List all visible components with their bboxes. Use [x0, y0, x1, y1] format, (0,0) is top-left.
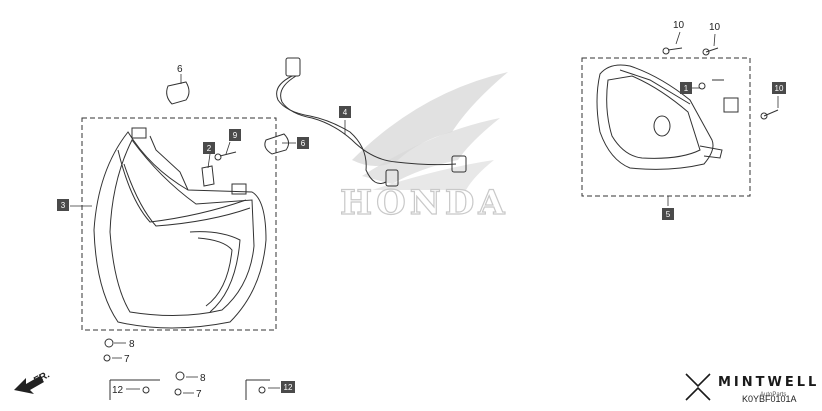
position-light-assembly [581, 57, 751, 197]
position-light-bulb [653, 115, 671, 137]
callout-12b: 12 [284, 383, 293, 392]
headlight-mount-top [131, 127, 147, 139]
callout-10c: 10 [775, 84, 784, 93]
harness-connector-right [451, 155, 467, 173]
callout-10c-box [772, 82, 786, 94]
callout-7a: 7 [124, 354, 130, 365]
callout-4-box [339, 106, 351, 118]
callout-10a: 10 [673, 20, 685, 31]
headlight-line-1 [117, 149, 247, 223]
callout-8a: 8 [129, 339, 135, 350]
watermark-text: AutoParts [760, 392, 786, 398]
callout-2-box [203, 142, 215, 154]
headlight-assembly [81, 117, 277, 331]
callout-7b: 7 [196, 389, 202, 400]
bolt-10b [705, 47, 719, 53]
headlight-housing [93, 131, 267, 329]
bolt-10b-head [702, 48, 710, 56]
harness-cable-2 [280, 75, 457, 166]
rubber-cap-6a [166, 81, 190, 105]
arrow-icon [14, 376, 44, 394]
brand-name: MINTWELL [718, 375, 819, 390]
callout-5-box [662, 208, 674, 220]
bolt-10a-head [662, 47, 670, 55]
honda-watermark: HONDA [339, 72, 509, 224]
callout-6a: 6 [177, 64, 183, 75]
callout-6b: 6 [301, 139, 306, 148]
nut-8a [104, 338, 114, 348]
callout-9-box [229, 129, 241, 141]
callout-3: 3 [61, 201, 66, 210]
callout-8b: 8 [200, 373, 206, 384]
position-light-housing [596, 64, 714, 170]
bolt-12a [142, 386, 150, 394]
mintwell-logo-icon [685, 373, 711, 401]
callout-3-box [57, 199, 69, 211]
leader-lines [70, 31, 779, 394]
callout-9: 9 [233, 131, 238, 140]
bolt-10c [763, 109, 779, 117]
screw-9 [219, 151, 237, 157]
screw-7a [103, 354, 111, 362]
bracket-12a [109, 379, 160, 400]
headlight-mount-right [231, 183, 247, 195]
position-light-edge [619, 69, 691, 105]
bolt-10c-head [760, 112, 768, 120]
grommet-1 [698, 82, 706, 90]
callout-6b-box [297, 137, 309, 149]
bracket-12b [245, 379, 270, 400]
screw-7b [174, 388, 182, 396]
headlight-lens [109, 139, 255, 317]
headlight-line-3 [189, 231, 241, 313]
callout-12b-box [281, 381, 295, 393]
harness-connector-top [285, 57, 301, 77]
clip-2 [201, 165, 215, 187]
headlight-line-2 [123, 163, 251, 227]
screw-9-head [214, 153, 222, 161]
callout-4: 4 [343, 108, 348, 117]
small-parts [103, 47, 779, 400]
position-light-bracket [723, 97, 739, 113]
callout-2: 2 [207, 144, 212, 153]
position-light-lens [606, 75, 701, 159]
front-direction-arrow: FR. [14, 369, 52, 394]
nut-8b [175, 371, 185, 381]
callout-1-box [680, 82, 692, 94]
direction-label: FR. [32, 369, 52, 386]
callout-10b: 10 [709, 22, 721, 33]
honda-wing-logo [352, 72, 508, 190]
headlight-edge [149, 135, 189, 191]
wire-harness [276, 57, 467, 187]
bolt-10a [667, 47, 683, 51]
callout-1: 1 [684, 84, 689, 93]
position-light-group-frame [581, 57, 751, 197]
harness-connector-lower [385, 169, 399, 187]
bolt-12b [258, 386, 266, 394]
headlight-group-frame [81, 117, 277, 331]
callouts: 6 9 2 3 4 6 5 10 10 10 1 8 7 8 7 12 12 [57, 20, 786, 400]
diagram-code: K0YBF0101A [742, 394, 797, 404]
harness-cable-1 [276, 75, 387, 184]
honda-watermark-text: HONDA [340, 183, 509, 223]
callout-12a: 12 [112, 385, 124, 396]
position-light-tab [699, 145, 723, 159]
headlight-line-4 [197, 237, 233, 307]
rubber-cap-6b [264, 133, 290, 155]
mintwell-branding: MINTWELL AutoParts K0YBF0101A [685, 373, 819, 404]
callout-5: 5 [666, 210, 671, 219]
